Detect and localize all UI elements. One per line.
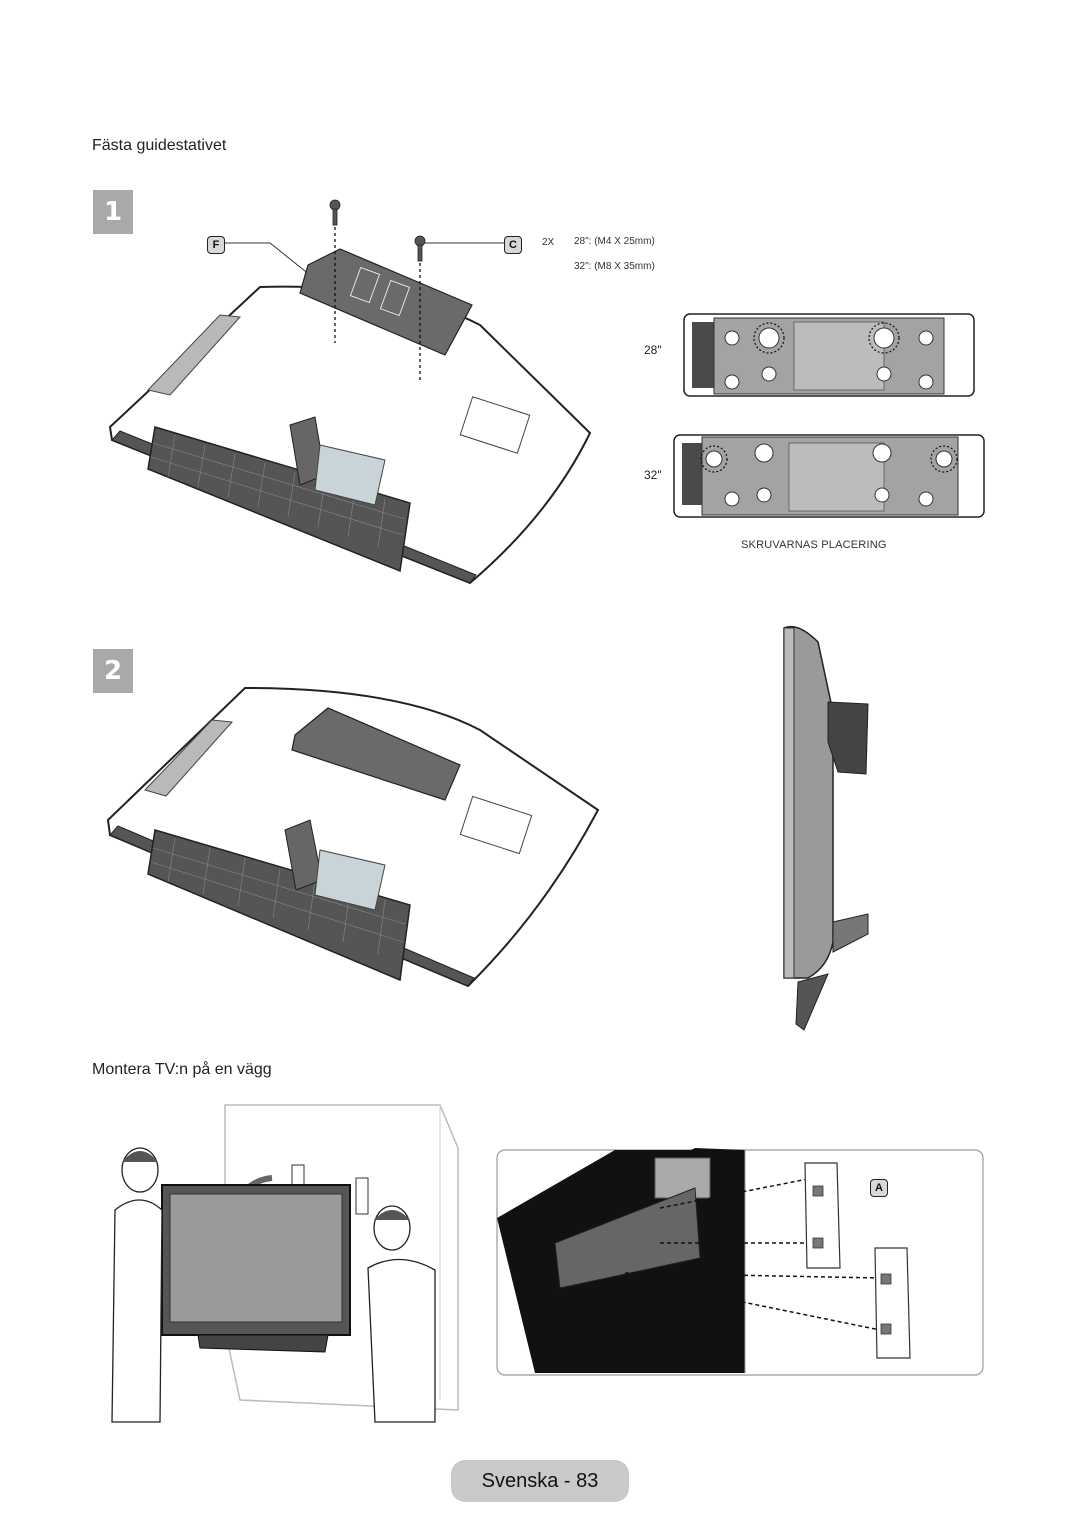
- size-label-32: 32": [644, 468, 662, 482]
- step-2-tv-back-illustration: [106, 686, 600, 988]
- callout-c-badge: C: [504, 236, 522, 254]
- screw-quantity: 2X: [542, 237, 555, 248]
- step-1-badge: 1: [93, 190, 133, 234]
- wall-mount-people-illustration: [111, 1104, 459, 1423]
- size-label-28: 28": [644, 343, 662, 357]
- callout-f-badge: F: [207, 236, 225, 254]
- screw-spec-32: 32": (M8 X 35mm): [574, 261, 655, 272]
- page-footer-language-page-number: Svenska - 83: [451, 1460, 629, 1502]
- section-title-attach-stand: Fästa guidestativet: [92, 137, 227, 154]
- step-1-tv-back-illustration: [108, 199, 592, 585]
- bracket-32-detail: [673, 434, 985, 518]
- bracket-28-detail: [683, 313, 975, 397]
- screw-spec-28: 28": (M4 X 25mm): [574, 236, 655, 247]
- screw-placement-caption: SKRUVARNAS PLACERING: [741, 539, 887, 551]
- step-2-badge: 2: [93, 649, 133, 693]
- tv-side-profile-illustration: [783, 625, 869, 1031]
- wall-mount-detail-panel: [496, 1148, 984, 1376]
- section-title-wall-mount: Montera TV:n på en vägg: [92, 1061, 272, 1078]
- callout-a-badge: A: [870, 1179, 888, 1197]
